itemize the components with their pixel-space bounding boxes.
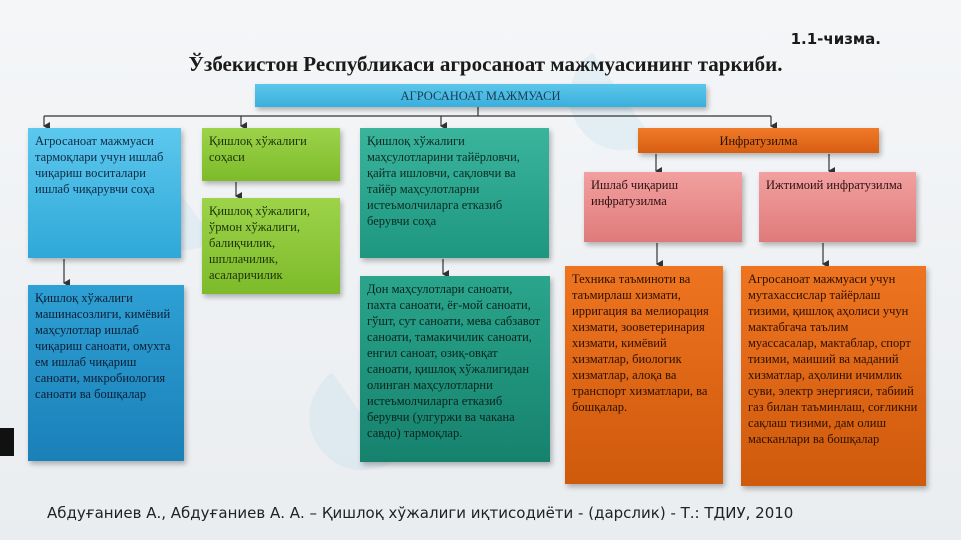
production-infrastructure-services: Техника таъминоти ва таъмирлаш хизмати, … [565, 266, 723, 484]
infrastructure: Инфратузилма [638, 128, 879, 153]
production-means-sector: Агросаноат мажмуаси тармоқлари учун ишла… [28, 128, 181, 258]
agro-complex-root: АГРОСАНОАТ МАЖМУАСИ [255, 84, 706, 107]
social-infrastructure: Ижтимоий инфратузилма [759, 172, 916, 242]
social-infrastructure-services: Агросаноат мажмуаси учун мутахассислар т… [741, 266, 926, 486]
production-means-industries: Қишлоқ хўжалиги машинасозлиги, кимёвий м… [28, 285, 184, 461]
page-title: Ўзбекистон Республикаси агросаноат мажму… [188, 52, 783, 76]
agriculture-branches: Қишлоқ хўжалиги, ўрмон хўжалиги, балиқчи… [202, 198, 340, 294]
agriculture-sector: Қишлоқ хўжалиги соҳаси [202, 128, 340, 181]
production-infrastructure: Ишлаб чиқариш инфратузилма [584, 172, 742, 242]
processing-sector: Қишлоқ хўжалиги маҳсулотларини тайёрловч… [360, 128, 549, 258]
left-edge-marker [0, 428, 14, 456]
processing-industries: Дон маҳсулотлари саноати, пахта саноати,… [360, 276, 550, 462]
source-citation: Абдуғаниев А., Абдуғаниев А. А. – Қишлоқ… [47, 504, 794, 522]
figure-label: 1.1-чизма. [790, 30, 881, 48]
